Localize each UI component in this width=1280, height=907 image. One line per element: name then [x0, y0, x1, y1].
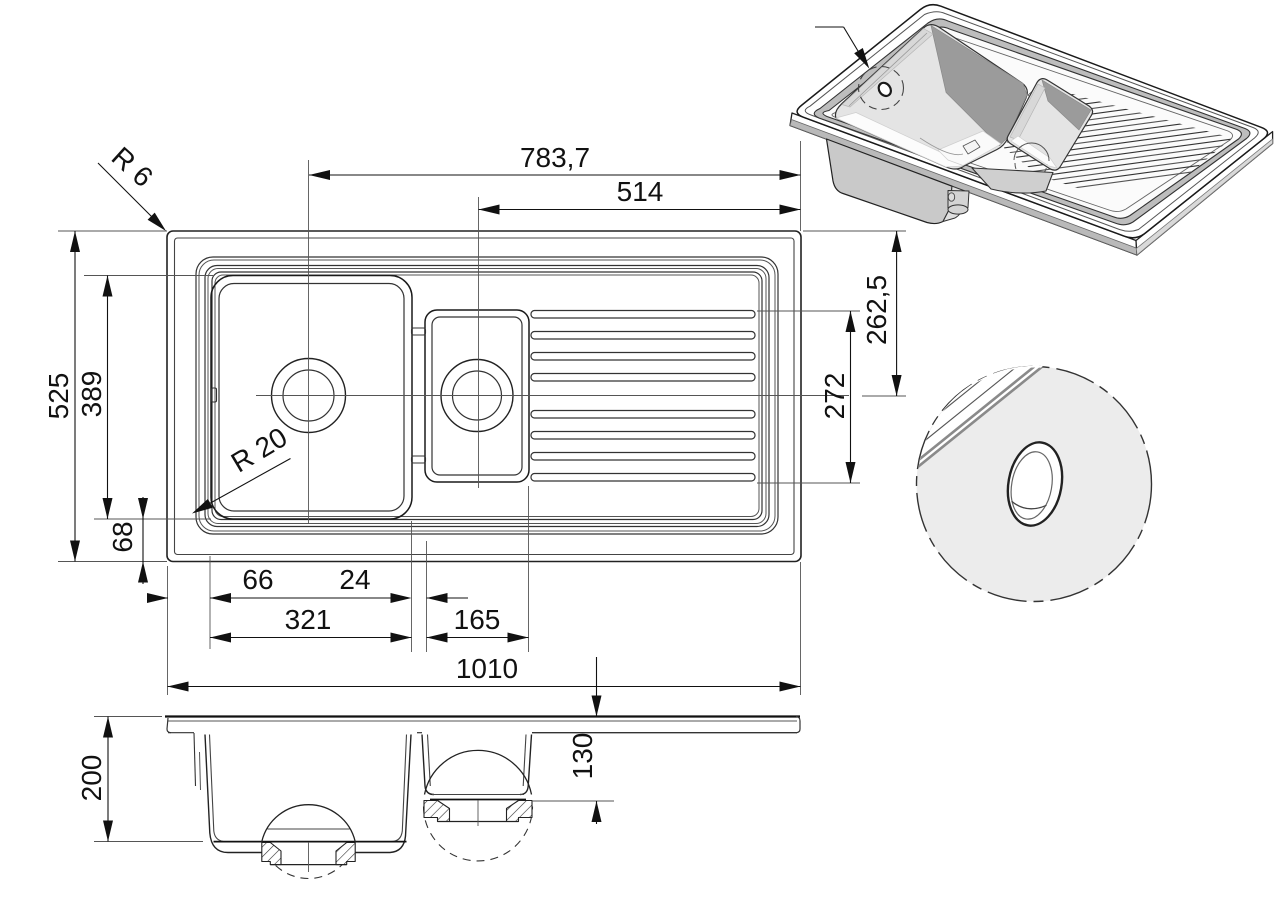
svg-text:24: 24 — [339, 564, 370, 595]
svg-text:514: 514 — [617, 176, 664, 207]
svg-text:262,5: 262,5 — [861, 275, 892, 345]
svg-text:66: 66 — [242, 564, 273, 595]
svg-text:321: 321 — [285, 604, 332, 635]
svg-text:200: 200 — [76, 755, 107, 802]
svg-text:389: 389 — [76, 371, 107, 418]
svg-text:68: 68 — [107, 521, 138, 552]
svg-text:1010: 1010 — [456, 653, 518, 684]
svg-text:165: 165 — [454, 604, 501, 635]
svg-text:525: 525 — [43, 373, 74, 420]
svg-text:272: 272 — [819, 373, 850, 420]
svg-text:130: 130 — [567, 733, 598, 780]
svg-text:783,7: 783,7 — [520, 142, 590, 173]
